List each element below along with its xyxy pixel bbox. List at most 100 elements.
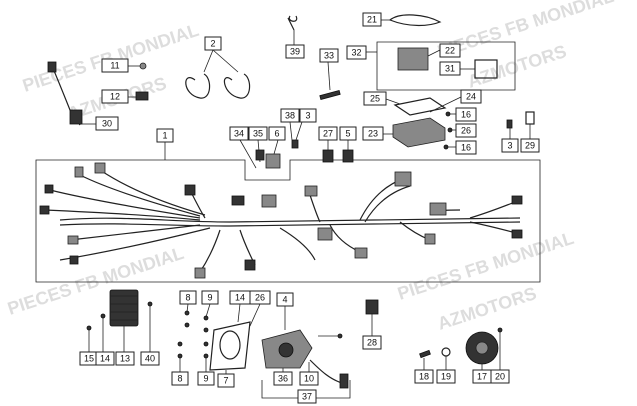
callout-17: 17 [472,369,492,384]
callout-7: 7 [217,373,235,388]
svg-text:34: 34 [234,129,244,139]
bracket-32 [376,41,516,91]
callout-21: 21 [362,12,382,27]
svg-text:4: 4 [282,295,287,305]
svg-text:21: 21 [367,15,377,25]
callout-23: 23 [362,126,384,141]
callout-35: 35 [248,126,268,141]
callout-16a: 16 [455,107,477,122]
relay-icon [265,153,281,169]
sub-harness-30 [47,61,83,126]
callout-16b: 16 [455,140,477,155]
strap-icon [388,14,442,27]
callout-24: 24 [460,89,482,104]
sheet-icon [393,97,447,116]
callout-39: 39 [285,44,305,59]
svg-text:8: 8 [185,293,190,303]
svg-text:35: 35 [253,129,263,139]
callout-33: 33 [319,48,339,63]
svg-text:18: 18 [419,372,429,382]
svg-text:26: 26 [255,293,265,303]
watermark-6: PIECES FB MONDIAL [395,228,576,304]
svg-text:36: 36 [278,374,288,384]
callout-38: 38 [280,108,300,123]
callout-1: 1 [156,128,174,143]
callout-25: 25 [363,91,387,106]
callout-28: 28 [362,335,382,350]
svg-text:39: 39 [290,47,300,57]
callout-2: 2 [204,36,222,51]
callout-14a: 14 [229,290,251,305]
callout-31: 31 [439,61,461,76]
watermark-5: PIECES FB MONDIAL [5,243,186,319]
svg-text:15: 15 [84,354,94,364]
svg-text:27: 27 [323,129,333,139]
svg-text:26: 26 [461,126,471,136]
svg-text:32: 32 [351,48,361,58]
callout-30: 30 [95,116,119,131]
callout-9b: 9 [197,371,215,386]
callout-3a: 3 [299,108,317,123]
regulator-icon [109,289,139,327]
svg-text:2: 2 [210,39,215,49]
watermark-7: AZMOTORS [435,283,539,334]
harness-frame [35,159,541,283]
plate-icon [209,321,251,371]
svg-text:3: 3 [305,111,310,121]
clamp-pair [185,73,251,99]
main-harness [39,162,523,279]
callout-8b: 8 [171,371,189,386]
svg-text:5: 5 [345,129,350,139]
callout-14b: 14 [95,351,115,366]
svg-text:8: 8 [177,374,182,384]
callout-34: 34 [229,126,249,141]
callout-37: 37 [297,389,317,404]
svg-text:20: 20 [495,372,505,382]
svg-text:13: 13 [120,354,130,364]
svg-text:28: 28 [367,338,377,348]
svg-text:23: 23 [368,129,378,139]
svg-text:3: 3 [507,141,512,151]
svg-text:6: 6 [274,129,279,139]
watermark-1: PIECES FB MONDIAL [20,20,201,96]
svg-text:16: 16 [461,143,471,153]
callouts: 1 2 11 12 30 39 33 21 32 22 31 25 24 16 … [79,12,540,404]
callout-20: 20 [490,369,510,384]
svg-text:24: 24 [466,92,476,102]
svg-text:38: 38 [285,111,295,121]
svg-text:9: 9 [203,374,208,384]
svg-text:29: 29 [525,141,535,151]
svg-text:19: 19 [441,372,451,382]
callout-36: 36 [273,371,293,386]
callout-5: 5 [339,126,357,141]
callout-4: 4 [276,292,294,307]
callout-13: 13 [115,351,135,366]
svg-text:16: 16 [461,110,471,120]
relay-icon [322,149,334,163]
callout-29: 29 [520,138,540,153]
clip-icon [135,91,149,101]
svg-text:10: 10 [304,374,314,384]
svg-text:12: 12 [110,92,120,102]
svg-text:37: 37 [302,392,312,402]
connector-icon [365,299,379,315]
screw-icon [139,62,147,70]
callout-27: 27 [318,126,338,141]
callout-26b: 26 [249,290,271,305]
svg-text:30: 30 [102,119,112,129]
svg-text:7: 7 [223,376,228,386]
svg-text:17: 17 [477,372,487,382]
callout-3b: 3 [501,138,519,153]
callout-19: 19 [436,369,456,384]
svg-text:1: 1 [162,131,167,141]
svg-text:40: 40 [145,354,155,364]
relay-icon [342,149,354,163]
callout-8a: 8 [179,290,197,305]
svg-text:11: 11 [110,61,119,71]
control-unit-icon [392,117,446,148]
callout-40: 40 [140,351,160,366]
callout-6: 6 [268,126,286,141]
svg-text:9: 9 [207,293,212,303]
callout-9a: 9 [201,290,219,305]
